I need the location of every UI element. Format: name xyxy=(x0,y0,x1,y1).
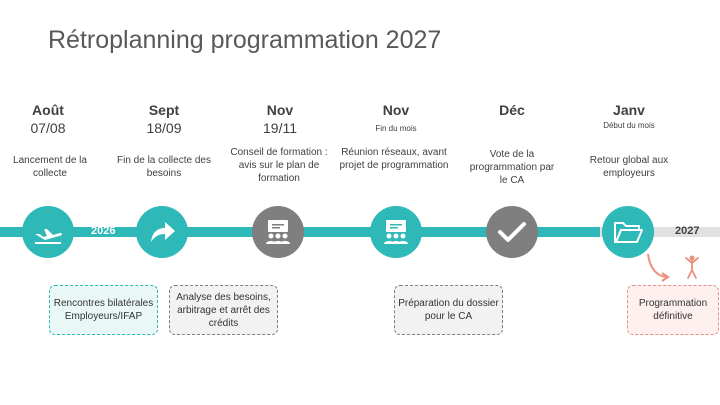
milestone-description: Réunion réseaux, avant projet de program… xyxy=(339,147,449,171)
checkmark-icon xyxy=(486,206,538,258)
page-title: Rétroplanning programmation 2027 xyxy=(48,26,442,54)
activity-box: Préparation du dossier pour le CA xyxy=(394,285,503,335)
milestone-month: Janv xyxy=(613,102,645,118)
milestone-description: Conseil de formation : avis sur le plan … xyxy=(230,147,328,184)
year-label-2027: 2027 xyxy=(675,225,700,237)
forward-arrow-icon xyxy=(136,206,188,258)
milestone-month: Déc xyxy=(499,102,525,118)
year-label-2026: 2026 xyxy=(91,225,116,237)
milestone-date: 18/09 xyxy=(146,120,182,136)
milestone-description: Vote de la programmation par le CA xyxy=(469,149,555,186)
activity-box: Analyse des besoins, arbitrage et arrêt … xyxy=(169,285,278,335)
milestone-date: 19/11 xyxy=(263,120,297,136)
milestone-subtitle: Début du mois xyxy=(603,121,655,130)
milestone-date: 07/08 xyxy=(30,120,66,136)
activity-box: Rencontres bilatérales Employeurs/IFAP xyxy=(49,285,158,335)
curved-arrow-icon xyxy=(647,253,670,282)
milestone-month: Nov xyxy=(266,102,294,118)
milestone-description: Fin de la collecte des besoins xyxy=(117,155,211,179)
meeting-icon xyxy=(370,206,422,258)
folder-icon xyxy=(602,206,654,258)
milestone-description: Lancement de la collecte xyxy=(13,155,87,179)
celebrating-person-icon xyxy=(685,255,699,279)
milestone-month: Août xyxy=(32,102,64,118)
activity-box: Programmation définitive xyxy=(627,285,719,335)
milestone-description: Retour global aux employeurs xyxy=(589,155,669,179)
milestone-month: Sept xyxy=(148,102,180,118)
plane-departure-icon xyxy=(22,206,74,258)
meeting-icon xyxy=(252,206,304,258)
milestone-subtitle: Fin du mois xyxy=(375,124,417,133)
timeline-2027 xyxy=(600,227,720,237)
milestone-month: Nov xyxy=(382,102,410,118)
